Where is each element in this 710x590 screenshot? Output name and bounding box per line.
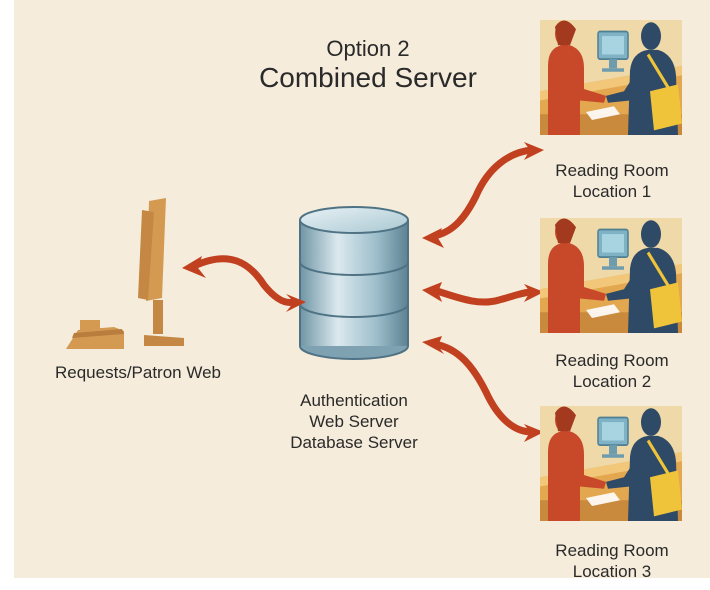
reading-room-3-icon — [538, 404, 684, 523]
requests-label: Requests/Patron Web — [55, 363, 221, 382]
diagram-graphics — [66, 18, 684, 523]
location-1-label: Reading Room Location 1 — [534, 160, 690, 202]
diagram-title-line2: Combined Server — [259, 62, 477, 93]
server-label: Authentication Web Server Database Serve… — [264, 390, 444, 453]
arrow-server-location-3 — [422, 336, 544, 442]
database-server-icon — [299, 206, 409, 360]
computer-icon — [66, 198, 184, 349]
arrow-server-location-2 — [422, 282, 544, 306]
diagram-canvas: Option 2 Combined Server Requests/Patron… — [14, 0, 710, 578]
location-1-line1: Reading Room — [555, 161, 669, 180]
location-2-line2: Location 2 — [572, 372, 652, 391]
server-label-line2: Web Server — [309, 412, 399, 431]
reading-room-2-icon — [538, 216, 684, 335]
location-3-label: Reading Room Location 3 — [534, 540, 690, 578]
diagram-title-line1: Option 2 — [326, 36, 410, 61]
arrow-computer-server — [182, 255, 306, 312]
location-3-line1: Reading Room — [555, 541, 669, 560]
location-2-line1: Reading Room — [555, 351, 669, 370]
server-label-line3: Database Server — [290, 433, 418, 452]
location-2-label: Reading Room Location 2 — [534, 350, 690, 392]
reading-room-1-icon — [538, 18, 684, 137]
arrow-server-location-1 — [422, 142, 544, 248]
location-1-line2: Location 1 — [572, 182, 652, 201]
server-label-line1: Authentication — [300, 391, 408, 410]
location-3-line2: Location 3 — [572, 562, 652, 578]
